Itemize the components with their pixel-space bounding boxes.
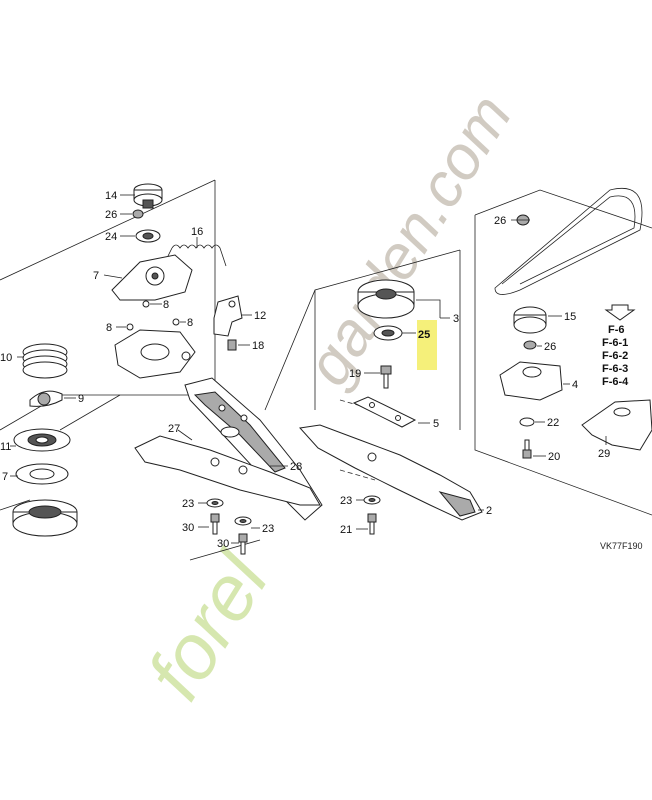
label-23-b: 23: [262, 523, 274, 535]
part-22-washer: [519, 417, 535, 427]
part-7-plate: [111, 254, 193, 301]
frame-lines: [0, 179, 652, 561]
label-8-a: 8: [163, 299, 169, 311]
highlight-25: [417, 320, 437, 370]
label-28: 28: [290, 461, 302, 473]
reference-pages: F-6 F-6-1 F-6-2 F-6-3 F-6-4: [602, 324, 629, 388]
part-19-bolt: [380, 365, 392, 389]
label-23-c: 23: [340, 495, 352, 507]
label-26-left: 26: [105, 209, 117, 221]
part-25-bearing: [373, 325, 403, 341]
part-9-clip: [29, 390, 63, 407]
ref-page-2: F-6-2: [602, 350, 628, 362]
part-15-pulley: [513, 306, 547, 334]
part-26-left: [132, 209, 144, 219]
part-3-pulley: [357, 279, 415, 319]
part-gear: [12, 499, 78, 537]
label-26-right: 26: [544, 341, 556, 353]
watermark-text-upper: garden.com: [293, 83, 525, 397]
part-8-c: [172, 318, 180, 326]
part-26-right: [523, 340, 537, 350]
label-11: 11: [0, 441, 11, 453]
ref-page-1: F-6-1: [602, 337, 628, 349]
part-23-washer-b: [234, 516, 252, 526]
watermark-text-lower: forel: [130, 536, 286, 714]
label-21: 21: [340, 524, 352, 536]
part-20-bolt: [522, 439, 532, 459]
label-30-b: 30: [217, 538, 229, 550]
label-16: 16: [191, 226, 203, 238]
label-2: 2: [486, 505, 492, 517]
down-arrow-icon: [604, 304, 636, 321]
label-25: 25: [418, 329, 430, 341]
label-5: 5: [433, 418, 439, 430]
part-12-bracket: [213, 295, 243, 337]
part-23-washer-c: [363, 495, 381, 505]
part-belt: [494, 188, 643, 295]
part-7-washer: [15, 463, 69, 485]
label-3: 3: [453, 313, 459, 325]
part-4-housing: [499, 361, 563, 401]
label-10: 10: [0, 352, 12, 364]
part-housing-plate: [114, 329, 196, 379]
part-23-washer-a: [206, 498, 224, 508]
part-2-blade: [299, 424, 483, 521]
label-27: 27: [168, 423, 180, 435]
label-7-top: 7: [93, 270, 99, 282]
label-14: 14: [105, 190, 117, 202]
part-18-bolt: [227, 339, 237, 351]
part-14: [133, 183, 163, 209]
label-29: 29: [598, 448, 610, 460]
part-27-blade: [134, 435, 321, 506]
part-8-b: [126, 323, 134, 331]
part-center-hub: [218, 404, 248, 438]
part-30-bolt-a: [210, 513, 220, 535]
label-30-a: 30: [182, 522, 194, 534]
label-24: 24: [105, 231, 117, 243]
part-30-bolt-b: [238, 533, 248, 555]
label-23-a: 23: [182, 498, 194, 510]
label-22: 22: [547, 417, 559, 429]
leader-lines: [10, 194, 607, 544]
label-7-bottom: 7: [2, 471, 8, 483]
label-18: 18: [252, 340, 264, 352]
label-8-b: 8: [106, 322, 112, 334]
part-11-disk: [13, 428, 71, 452]
part-labels: 14 26 24 16 7 8 8 8 12 18 10 9 11 7 27 2…: [0, 190, 610, 550]
label-26-top: 26: [494, 215, 506, 227]
label-12: 12: [254, 310, 266, 322]
part-21-bolt: [367, 513, 377, 535]
label-9: 9: [78, 393, 84, 405]
part-8-a: [142, 300, 150, 308]
label-19: 19: [349, 368, 361, 380]
label-20: 20: [548, 451, 560, 463]
part-10-coil: [22, 343, 68, 379]
figure-code: VK77F190: [600, 541, 643, 551]
label-8-c: 8: [187, 317, 193, 329]
part-29-plate: [581, 399, 652, 451]
label-4: 4: [572, 379, 578, 391]
part-5-plate: [352, 396, 417, 428]
ref-page-4: F-6-4: [602, 376, 629, 388]
part-16-spring: [167, 244, 227, 267]
label-15: 15: [564, 311, 576, 323]
ref-page-0: F-6: [608, 324, 625, 336]
ref-page-3: F-6-3: [602, 363, 628, 375]
part-24-bearing: [135, 229, 161, 243]
